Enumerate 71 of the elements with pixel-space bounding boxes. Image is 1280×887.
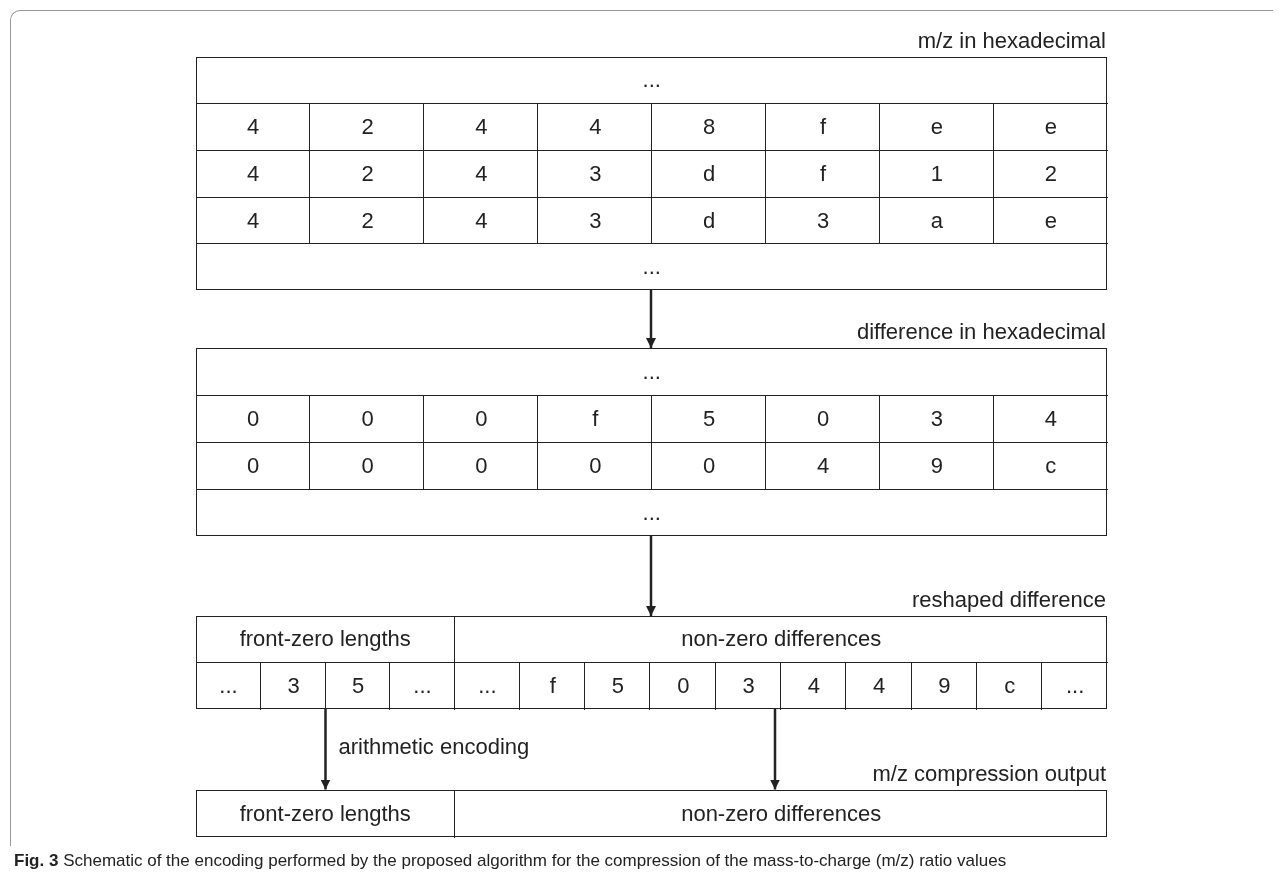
table-cell: 3 <box>878 394 995 443</box>
table-cell: 2 <box>992 149 1108 198</box>
table-cell: 4 <box>780 661 847 710</box>
table-cell: ... <box>453 661 521 710</box>
arrow <box>646 290 656 348</box>
table-cell: 1 <box>878 149 995 198</box>
table-title: m/z compression output <box>872 761 1106 787</box>
table-cell: 9 <box>910 661 978 710</box>
table-cell: 3 <box>714 661 782 710</box>
table-cell: 0 <box>651 441 767 490</box>
table-cell: 3 <box>537 196 653 244</box>
table-cell: front-zero lengths <box>195 789 455 838</box>
table-cell: 0 <box>195 394 311 443</box>
table-cell: 2 <box>309 102 425 151</box>
table-cell: non-zero differences <box>453 615 1108 663</box>
arrow <box>320 709 331 790</box>
table-cell: 5 <box>584 661 651 710</box>
table-cell: 4 <box>423 149 539 198</box>
table-cell: 0 <box>423 394 539 443</box>
table-cell: 2 <box>309 149 425 198</box>
table-cell: e <box>992 196 1108 244</box>
table-cell: a <box>878 196 995 244</box>
table-cell: 4 <box>992 394 1108 443</box>
table-cell: c <box>975 661 1043 710</box>
table-cell: 4 <box>764 441 881 490</box>
table-cell: ... <box>195 488 1108 537</box>
table-cell: f <box>537 394 653 443</box>
table-cell: 4 <box>423 102 539 151</box>
table-cell: 3 <box>537 149 653 198</box>
table-cell: 0 <box>195 441 311 490</box>
table-cell: 4 <box>195 102 311 151</box>
table-cell: 4 <box>845 661 913 710</box>
table-cell: f <box>518 661 586 710</box>
table-cell: e <box>878 102 995 151</box>
table-cell: d <box>651 149 767 198</box>
table-cell: 4 <box>423 196 539 244</box>
table-cell: f <box>764 149 881 198</box>
arrow <box>646 536 656 616</box>
table-title: m/z in hexadecimal <box>917 28 1106 54</box>
table-cell: 2 <box>309 196 425 244</box>
table-cell: ... <box>1041 661 1108 710</box>
table-cell: 0 <box>423 441 539 490</box>
table-title: reshaped difference <box>911 587 1106 613</box>
figure-caption: Fig. 3 Schematic of the encoding performed by the proposed algorithm for the compression of the mass-to-charge (m/z) ratio values <box>14 850 1008 871</box>
table-cell: ... <box>195 661 262 710</box>
table-cell: 5 <box>651 394 767 443</box>
table-cell: 5 <box>324 661 391 710</box>
table-cell: front-zero lengths <box>195 615 455 663</box>
table-cell: 8 <box>651 102 767 151</box>
table-cell: 4 <box>195 149 311 198</box>
table-title: difference in hexadecimal <box>856 319 1106 345</box>
table-cell: 3 <box>260 661 326 710</box>
table-cell: ... <box>195 242 1108 291</box>
table-cell: 9 <box>878 441 995 490</box>
table-cell: non-zero differences <box>453 789 1108 838</box>
table-cell: 0 <box>537 441 653 490</box>
table-cell: c <box>992 441 1108 490</box>
table-cell: 4 <box>195 196 311 244</box>
table-cell: f <box>764 102 881 151</box>
table-cell: 0 <box>309 441 425 490</box>
table-cell: 0 <box>649 661 717 710</box>
table-cell: 3 <box>764 196 881 244</box>
table-cell: 4 <box>537 102 653 151</box>
table-cell: ... <box>195 347 1108 396</box>
table-cell: 0 <box>764 394 881 443</box>
table-cell: 0 <box>309 394 425 443</box>
table-cell: d <box>651 196 767 244</box>
arrow <box>770 709 780 790</box>
table-cell: e <box>992 102 1108 151</box>
table-cell: ... <box>195 56 1108 104</box>
table-cell: ... <box>389 661 455 710</box>
